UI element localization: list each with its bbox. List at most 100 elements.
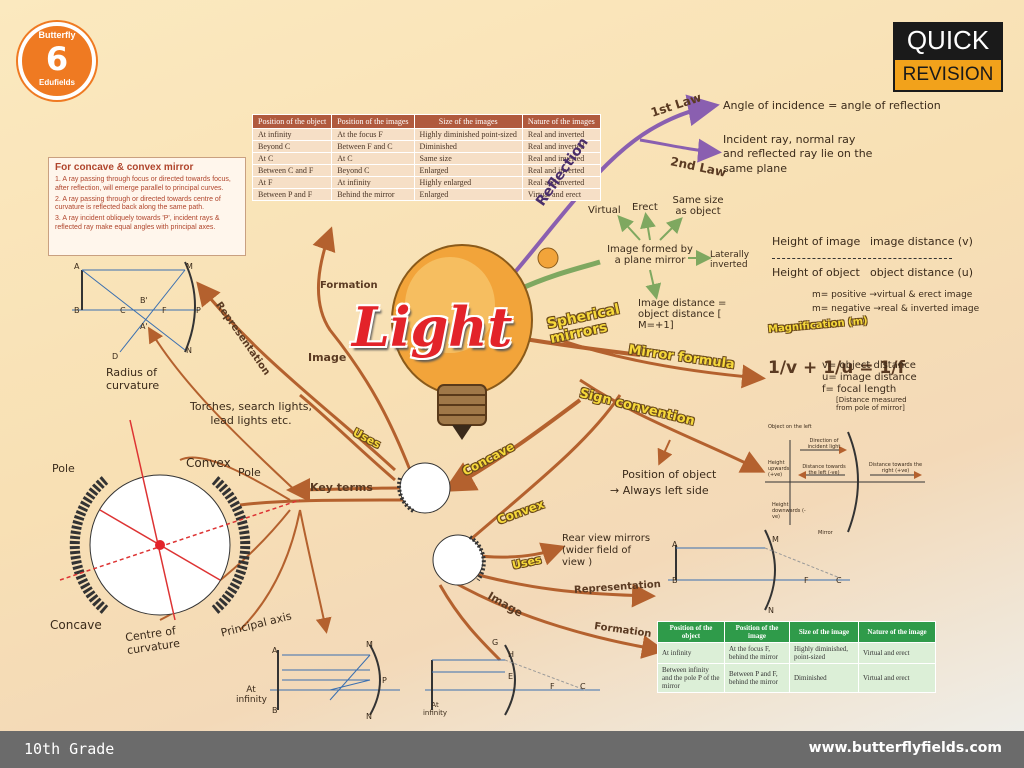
table-cell: Virtual and erect [858, 642, 936, 664]
rep-point-M: M [772, 535, 779, 544]
formation-point-B: B [272, 706, 278, 715]
table-header: Nature of the image [858, 621, 936, 643]
table-cell: Between infinity and the pole P of the m… [657, 663, 725, 693]
m-negative: m= negative →real & inverted image [812, 304, 980, 314]
point-N: N [186, 346, 192, 355]
mag-numerator-v: image distance (v) [870, 235, 973, 248]
mag-numerator: Height of image [772, 235, 861, 248]
first-law-text: Angle of incidence = angle of reflection [723, 99, 941, 112]
rep-point-A: A [672, 540, 678, 549]
revision-label: REVISION [893, 58, 1003, 92]
second-law-text: Incident ray, normal ray and reflected r… [723, 133, 873, 175]
key-concave-label: Concave [50, 618, 102, 632]
table-cell: Same size [413, 152, 523, 165]
height-up-label: Height upwards (+ve) [768, 460, 790, 478]
concave-image-table: Position of the object Position of the i… [251, 114, 601, 201]
convex-point-C: C [580, 682, 586, 691]
table-row: Between infinity and the pole P of the m… [657, 663, 936, 693]
logo-digit: 6 [45, 40, 69, 78]
rules-title: For concave & convex mirror [55, 162, 194, 173]
rep-point-C: C [836, 576, 842, 585]
butterfly-logo: Butterfly 6 Edufields [18, 22, 96, 100]
at-infinity-label: At infinity [236, 685, 267, 705]
u-definition: u= image distance [822, 372, 917, 383]
table-cell: Beyond C [331, 164, 415, 177]
virtual-label: Virtual [588, 205, 621, 216]
point-M: M [186, 262, 193, 271]
image-distance-label: Image distance = object distance [ M=+1] [638, 298, 727, 331]
plane-mirror-label: Image formed by a plane mirror [607, 244, 693, 266]
position-of-object: Position of object [622, 468, 717, 481]
always-left-side: → Always left side [610, 484, 709, 497]
erect-label: Erect [632, 202, 658, 213]
table-cell: At C [331, 152, 415, 165]
table-cell: Virtual and erect [521, 188, 601, 201]
table-cell: Highly diminished point-sized [413, 128, 523, 141]
formation-point-A: A [272, 646, 278, 655]
rule-item: 1. A ray passing through focus or direct… [55, 176, 231, 192]
direction-label: Direction of incident light [807, 438, 841, 450]
laterally-inverted-label: Laterally inverted [710, 250, 750, 270]
page-title: Light [352, 295, 513, 359]
website-link[interactable]: www.butterflyfields.com [808, 740, 1002, 756]
table-cell: Virtual and erect [858, 663, 936, 693]
rep-point-F: F [804, 576, 809, 585]
convex-point-H: H [508, 650, 515, 659]
convex-point-G: G [492, 638, 499, 647]
table-cell: At F [251, 176, 333, 189]
mirror-rules-box: For concave & convex mirror 1. A ray pas… [48, 157, 246, 256]
pole-label-right: Pole [238, 466, 261, 479]
convex-point-F: F [550, 682, 555, 691]
pole-label-left: Pole [52, 462, 75, 475]
height-down-label: Height downwards (-ve) [772, 502, 806, 520]
radius-curvature-label: Radius of curvature [106, 366, 160, 393]
table-cell: Between P and F, behind the mirror [724, 663, 790, 693]
convex-point-E: E [508, 672, 514, 681]
v-definition: v= object distance [822, 360, 916, 371]
point-B-prime: B' [140, 296, 148, 305]
logo-bottom-text: Edufields [38, 78, 75, 87]
table-cell: At infinity [331, 176, 415, 189]
formation-point-N: N [366, 712, 372, 721]
concave-formation-label: Formation [320, 280, 378, 291]
at-infinity-label-convex: At infinity [422, 701, 448, 717]
distance-left-label: Distance towards the left (-ve) [802, 464, 846, 476]
mag-denominator-u: object distance (u) [870, 266, 974, 279]
table-header: Position of the image [724, 621, 790, 643]
mirror-label: Mirror [818, 530, 833, 536]
table-cell: At infinity [657, 642, 725, 664]
table-cell: At the focus F, behind the mirror [724, 642, 790, 664]
table-header: Size of the images [413, 114, 523, 129]
point-F: F [162, 306, 167, 315]
key-terms-label: Key terms [310, 481, 373, 494]
footer-bar: 10th Grade www.butterflyfields.com [0, 731, 1024, 768]
object-left-label: Object on the left [768, 424, 812, 430]
distance-note: [Distance measured from pole of mirror] [836, 396, 907, 412]
mag-denominator: Height of object [772, 266, 860, 279]
table-cell: Real and inverted [521, 128, 601, 141]
table-header: Position of the object [251, 114, 333, 129]
table-cell: Highly diminished, point-sized [789, 642, 859, 664]
table-cell: At C [251, 152, 333, 165]
point-D: D [112, 352, 119, 361]
key-convex-label: Convex [186, 456, 231, 470]
table-header: Position of the images [331, 114, 415, 129]
logo-top-text: Butterfly [38, 30, 76, 40]
grade-label: 10th Grade [24, 740, 115, 758]
formation-point-M: M [366, 640, 373, 649]
rep-point-N: N [768, 606, 774, 615]
f-definition: f= focal length [822, 384, 897, 395]
table-cell: Beyond C [251, 140, 333, 153]
same-size-label: Same size as object [672, 195, 724, 217]
table-header: Position of the object [657, 621, 725, 643]
table-cell: At the focus F [331, 128, 415, 141]
point-P: P [196, 306, 201, 315]
quick-label: QUICK [893, 22, 1003, 58]
table-cell: Between F and C [331, 140, 415, 153]
table-cell: Real and inverted [521, 176, 601, 189]
